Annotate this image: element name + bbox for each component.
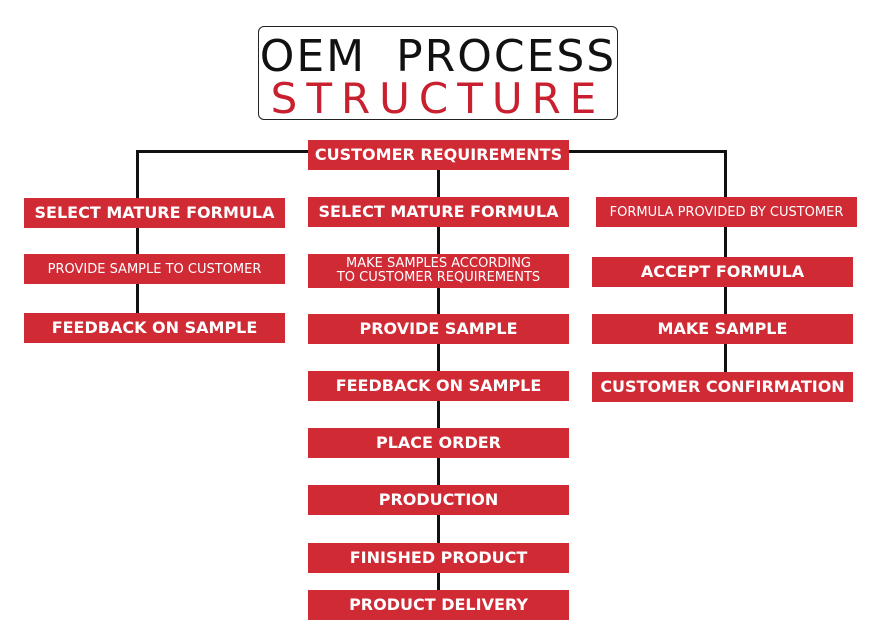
- node-middle-provide-sample: PROVIDE SAMPLE: [308, 314, 569, 344]
- node-middle-finished-product: FINISHED PRODUCT: [308, 543, 569, 573]
- node-middle-make-samples: MAKE SAMPLES ACCORDING TO CUSTOMER REQUI…: [308, 254, 569, 288]
- node-right-accept-formula: ACCEPT FORMULA: [592, 257, 853, 287]
- node-label: PRODUCTION: [378, 490, 499, 509]
- node-label: FEEDBACK ON SAMPLE: [335, 376, 542, 395]
- node-middle-place-order: PLACE ORDER: [308, 428, 569, 458]
- node-label: PLACE ORDER: [376, 433, 501, 452]
- node-label: MAKE SAMPLE: [657, 319, 788, 338]
- node-middle-product-delivery: PRODUCT DELIVERY: [308, 590, 569, 620]
- node-label: MAKE SAMPLES ACCORDING TO CUSTOMER REQUI…: [336, 256, 541, 285]
- title-line-2: STRUCTURE: [270, 74, 606, 123]
- node-right-make-sample: MAKE SAMPLE: [592, 314, 853, 344]
- node-middle-feedback-on-sample: FEEDBACK ON SAMPLE: [308, 371, 569, 401]
- node-left-provide-sample-to-customer: PROVIDE SAMPLE TO CUSTOMER: [24, 254, 285, 284]
- node-middle-select-mature-formula: SELECT MATURE FORMULA: [308, 197, 569, 227]
- node-customer-requirements: CUSTOMER REQUIREMENTS: [308, 140, 569, 170]
- node-middle-production: PRODUCTION: [308, 485, 569, 515]
- node-label: FINISHED PRODUCT: [349, 548, 528, 567]
- node-label: PROVIDE SAMPLE TO CUSTOMER: [47, 261, 262, 277]
- title-box: OEM PROCESS STRUCTURE: [258, 26, 618, 123]
- node-label: ACCEPT FORMULA: [640, 262, 805, 281]
- node-label: PROVIDE SAMPLE: [359, 319, 518, 338]
- node-right-formula-provided-by-customer: FORMULA PROVIDED BY CUSTOMER: [596, 197, 857, 227]
- node-label: FEEDBACK ON SAMPLE: [51, 318, 258, 337]
- connector-left-vertical: [136, 150, 139, 335]
- node-label: SELECT MATURE FORMULA: [34, 203, 275, 222]
- node-label: FORMULA PROVIDED BY CUSTOMER: [609, 204, 844, 220]
- node-left-select-mature-formula: SELECT MATURE FORMULA: [24, 198, 285, 228]
- node-label: SELECT MATURE FORMULA: [318, 202, 559, 221]
- node-label: CUSTOMER CONFIRMATION: [600, 377, 845, 396]
- title-line-1: OEM PROCESS: [259, 31, 617, 82]
- node-label: CUSTOMER REQUIREMENTS: [314, 145, 563, 164]
- node-label: PRODUCT DELIVERY: [349, 595, 528, 614]
- node-left-feedback-on-sample: FEEDBACK ON SAMPLE: [24, 313, 285, 343]
- node-right-customer-confirmation: CUSTOMER CONFIRMATION: [592, 372, 853, 402]
